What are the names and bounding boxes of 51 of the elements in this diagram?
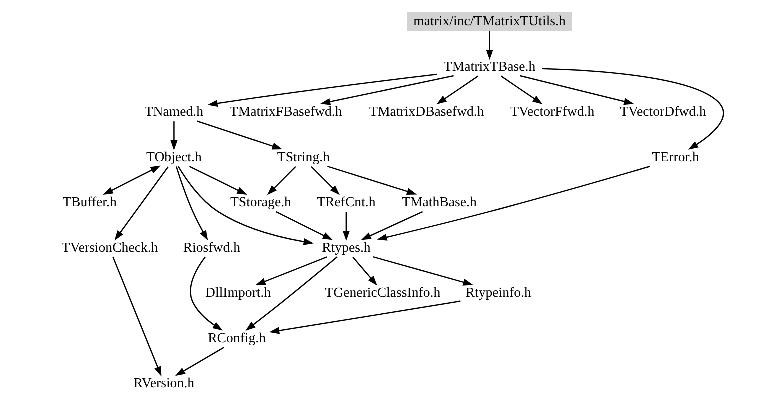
arrow — [500, 76, 542, 104]
node-text: TMatrixDBasefwd.h — [369, 104, 484, 119]
arrow — [486, 31, 493, 60]
arrow — [207, 74, 437, 108]
arrow — [114, 166, 168, 241]
node-text: TString.h — [276, 149, 330, 164]
node-text: TError.h — [652, 149, 699, 164]
arrow — [102, 166, 160, 196]
node-text: TObject.h — [146, 149, 202, 164]
arrow — [175, 166, 208, 241]
node-text: Rtypes.h — [322, 240, 370, 255]
arrow — [326, 166, 417, 196]
node-text: TNamed.h — [144, 104, 204, 119]
arrow — [266, 166, 296, 196]
arrow — [196, 120, 282, 150]
arrow — [255, 256, 327, 286]
node-box: matrix/inc/TMatrixTUtils.h — [406, 12, 572, 32]
arrow — [190, 256, 222, 331]
node-text: Riosfwd.h — [182, 240, 240, 255]
node-text: RVersion.h — [133, 376, 194, 391]
arrow — [275, 211, 332, 240]
arrow — [520, 75, 634, 106]
node-text: TBuffer.h — [62, 194, 116, 210]
node-text: TMathBase.h — [402, 194, 476, 210]
arrow — [352, 256, 377, 286]
node-text: Rtypeinfo.h — [465, 285, 531, 300]
arrow — [188, 166, 247, 195]
node-text: TRefCnt.h — [316, 194, 376, 210]
node-text: TMatrixTBase.h — [443, 58, 536, 74]
node-text: TVectorDfwd.h — [620, 104, 706, 119]
arrow — [178, 166, 314, 246]
node-text: TStorage.h — [230, 194, 291, 210]
arrow — [112, 256, 162, 377]
arrow — [542, 68, 724, 150]
arrow — [170, 122, 178, 151]
node-text: RConfig.h — [208, 330, 266, 346]
node-text: DllImport.h — [205, 285, 271, 300]
arrow — [376, 166, 650, 241]
arrow — [360, 211, 423, 240]
arrow — [245, 256, 338, 331]
node-text: TGenericClassInfo.h — [324, 285, 440, 300]
node-text: TVectorFfwd.h — [510, 104, 594, 119]
arrow — [269, 300, 460, 334]
arrow — [320, 75, 454, 106]
arrow — [310, 166, 340, 196]
arrow — [174, 347, 224, 376]
arrow — [436, 76, 478, 104]
node-text: TMatrixFBasefwd.h — [229, 104, 342, 119]
arrow — [342, 212, 350, 242]
arrow — [372, 256, 473, 286]
node-text: TVersionCheck.h — [61, 240, 158, 255]
